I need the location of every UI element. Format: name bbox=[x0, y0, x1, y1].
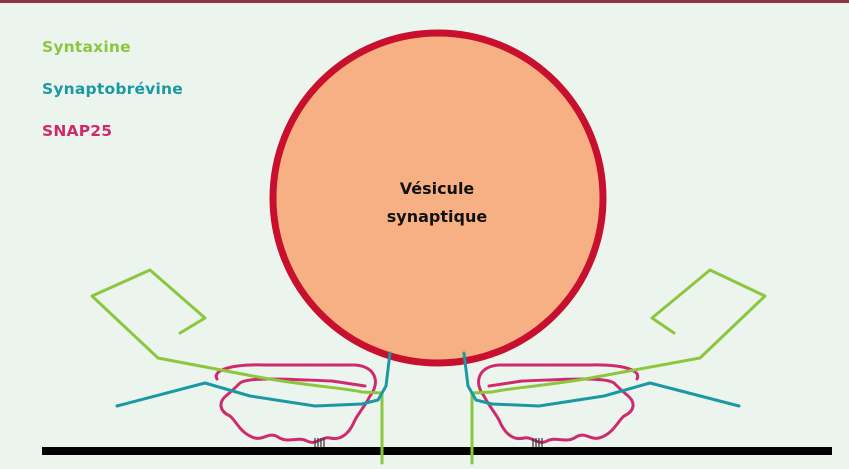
vesicle-label-line1: Vésicule bbox=[400, 179, 475, 198]
vesicle-label-line2: synaptique bbox=[387, 207, 488, 226]
plasma-membrane bbox=[42, 447, 832, 455]
legend-snap25: SNAP25 bbox=[42, 122, 112, 140]
synaptic-vesicle bbox=[273, 33, 603, 363]
legend-synaptobrevine: Synaptobrévine bbox=[42, 80, 183, 98]
legend-syntaxine: Syntaxine bbox=[42, 38, 131, 56]
